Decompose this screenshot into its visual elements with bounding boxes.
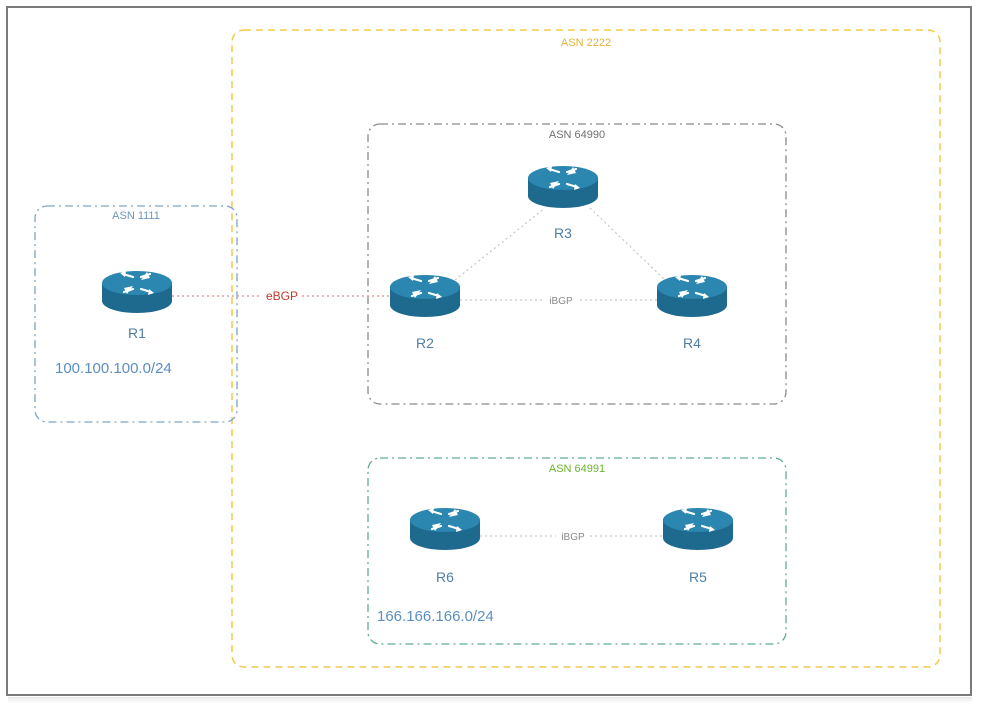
link-r1-r2-label: eBGP	[266, 289, 298, 303]
zone-asn-64991-label: ASN 64991	[549, 463, 605, 475]
router-icon	[661, 506, 735, 552]
r6-prefix-label: 166.166.166.0/24	[377, 608, 494, 625]
router-r5-label: R5	[689, 569, 707, 585]
router-r6[interactable]	[408, 506, 482, 552]
router-icon	[388, 273, 462, 319]
router-r5[interactable]	[661, 506, 735, 552]
router-icon	[100, 269, 174, 315]
link-r3-r4	[589, 207, 666, 281]
router-r2[interactable]	[388, 273, 462, 319]
zone-asn-64991	[367, 457, 787, 645]
diagram-frame	[6, 6, 972, 696]
router-r4-label: R4	[683, 335, 701, 351]
r1-prefix-label: 100.100.100.0/24	[55, 360, 172, 377]
router-r1-label: R1	[128, 325, 146, 341]
link-r2-r4-label-bg	[544, 293, 578, 307]
router-r3[interactable]	[526, 164, 600, 210]
link-r1-r2-label-bg	[262, 288, 302, 304]
zone-asn-1111-label: ASN 1111	[112, 210, 160, 222]
router-r4[interactable]	[655, 273, 729, 319]
zone-asn-64990	[367, 123, 787, 405]
link-r6-r5-label: iBGP	[561, 532, 585, 543]
router-r6-label: R6	[436, 569, 454, 585]
router-icon	[655, 273, 729, 319]
router-r1[interactable]	[100, 269, 174, 315]
zone-asn-2222	[231, 29, 941, 668]
router-r3-label: R3	[554, 225, 572, 241]
frame-shadow	[8, 697, 972, 703]
link-r2-r3	[454, 207, 546, 281]
zone-asn-64990-label: ASN 64990	[549, 129, 605, 141]
router-icon	[408, 506, 482, 552]
link-r2-r4-label: iBGP	[549, 296, 573, 307]
zone-asn-2222-label: ASN 2222	[561, 37, 611, 49]
link-r6-r5-label-bg	[556, 529, 590, 543]
zone-asn-1111	[34, 205, 238, 423]
router-r2-label: R2	[416, 335, 434, 351]
router-icon	[526, 164, 600, 210]
